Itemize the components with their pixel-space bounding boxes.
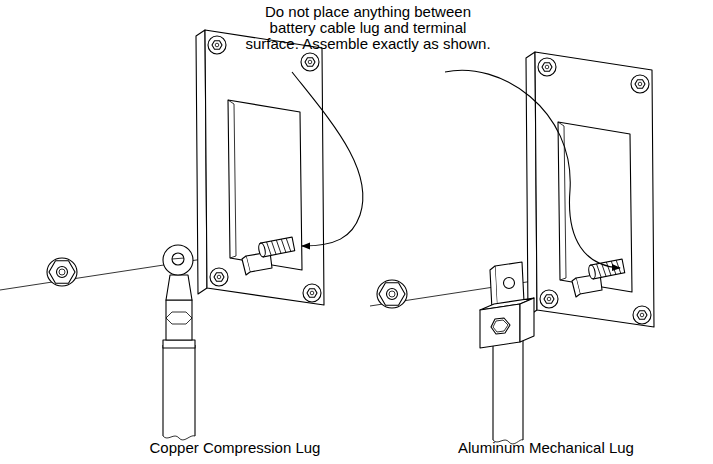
terminal-housing xyxy=(526,52,654,327)
figure-caption: Copper Compression Lug xyxy=(150,440,321,456)
note-callout: Do not place anything between battery ca… xyxy=(243,4,493,52)
flange-nut xyxy=(47,258,77,286)
copper-assembly xyxy=(0,30,324,440)
leader-arrow xyxy=(445,70,620,268)
flange-nut xyxy=(377,280,407,308)
terminal-housing xyxy=(196,30,324,305)
leader-arrow xyxy=(292,72,363,246)
mechanical-lug xyxy=(480,262,534,444)
figure-caption: Aluminum Mechanical Lug xyxy=(458,440,634,456)
compression-lug xyxy=(163,245,195,440)
aluminum-assembly xyxy=(370,52,654,444)
